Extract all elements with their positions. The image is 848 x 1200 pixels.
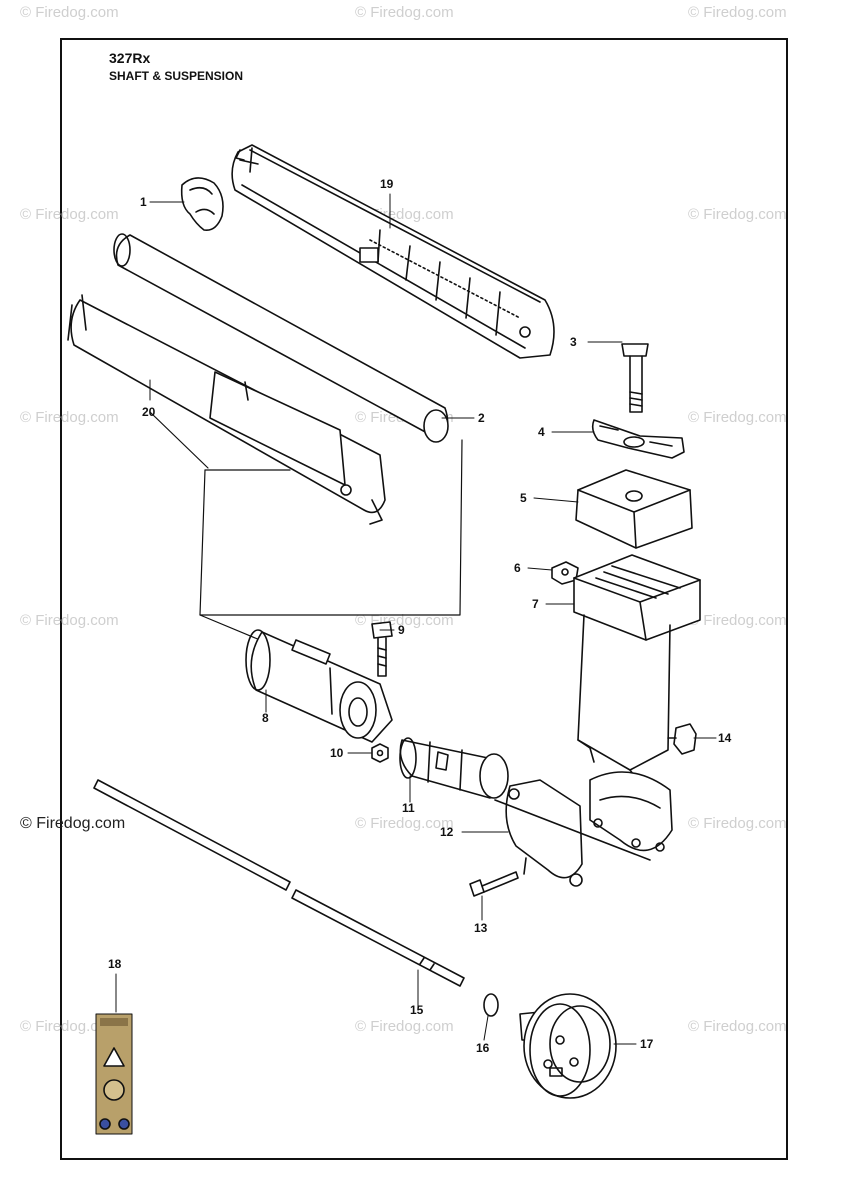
watermark: © Firedog.com (20, 815, 126, 832)
part-label: 4 (538, 425, 545, 439)
part-label: 6 (514, 561, 521, 575)
part-15-drive-shaft (93, 779, 465, 987)
part-8-clamp-tube (245, 629, 393, 743)
watermark: © Firedog.com (20, 206, 119, 223)
part-12-clamp-half (494, 779, 651, 887)
part-label: 12 (440, 825, 454, 839)
watermark: © Firedog.com (355, 4, 454, 21)
model-title: 327Rx (109, 50, 151, 66)
part-label: 13 (474, 921, 488, 935)
part-label: 10 (330, 746, 344, 760)
watermark: © Firedog.com (20, 4, 119, 21)
part-5-clamp-cover (575, 469, 693, 549)
part-18-warning-label (95, 1013, 133, 1135)
part-label: 18 (108, 957, 122, 971)
diagram-frame (60, 38, 788, 1160)
part-17-drum (519, 993, 617, 1099)
part-label: 14 (718, 731, 732, 745)
part-3-bolt (621, 343, 649, 413)
part-19-handle-cover (231, 144, 555, 359)
part-13-screw (469, 871, 519, 897)
watermark: © Firedog.com (355, 815, 454, 832)
part-10-nut (371, 743, 389, 763)
watermark: © Firedog.com (688, 206, 787, 223)
watermark: © Firedog.com (355, 1018, 454, 1035)
watermark: © Firedog.com (20, 1018, 119, 1035)
watermark: © Firedog.com (688, 612, 787, 629)
part-label: 16 (476, 1041, 490, 1055)
part-7-suspension-bracket (573, 554, 701, 852)
part-1-grip (180, 177, 224, 232)
watermark: © Firedog.com (688, 4, 787, 21)
watermark: © Firedog.com (20, 612, 119, 629)
part-20-shaft-tube (67, 294, 386, 525)
part-11-bushing (399, 737, 509, 799)
part-label: 2 (478, 411, 485, 425)
part-label: 9 (398, 623, 405, 637)
section-title: SHAFT & SUSPENSION (109, 69, 244, 83)
part-16-circlip (483, 993, 499, 1017)
watermark: © Firedog.com (688, 409, 787, 426)
part-label: 3 (570, 335, 577, 349)
part-label: 5 (520, 491, 527, 505)
watermark: © Firedog.com (20, 409, 119, 426)
part-label: 20 (142, 405, 156, 419)
part-4-wing-nut (591, 419, 685, 459)
leader-lines (115, 193, 717, 1045)
part-label: 11 (402, 801, 415, 815)
part-label: 19 (380, 177, 394, 191)
watermark: © Firedog.com (688, 815, 787, 832)
part-labels: 1 2 3 4 5 6 7 8 9 10 11 12 13 14 15 16 1… (108, 177, 732, 1055)
part-label: 15 (410, 1003, 424, 1017)
part-14-knob (667, 723, 697, 755)
part-label: 8 (262, 711, 269, 725)
part-label: 7 (532, 597, 539, 611)
part-label: 17 (640, 1037, 654, 1051)
watermark: © Firedog.com (688, 1018, 787, 1035)
part-label: 1 (140, 195, 147, 209)
